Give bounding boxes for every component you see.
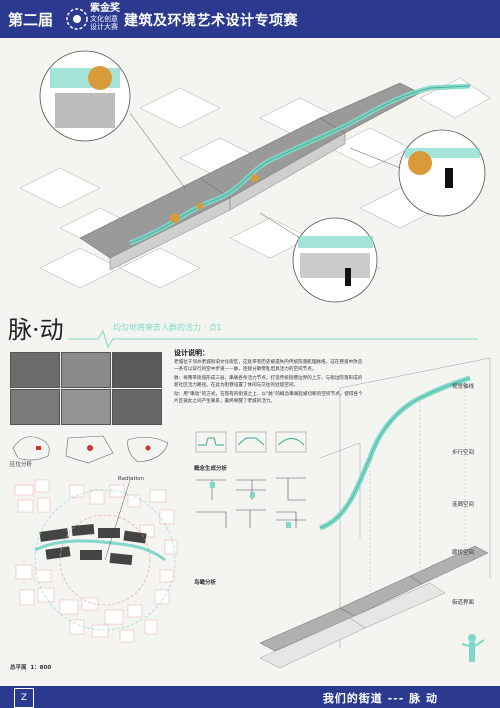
concept-analysis-label: 概念生成分析 (194, 466, 228, 472)
location-maps (12, 435, 169, 464)
footer-badge: Z (14, 688, 34, 708)
side-label: 廊桥空间 (452, 550, 475, 556)
pulse-line-icon (68, 329, 478, 349)
design-notes-paragraph: 动：用“串动”的方式，在现有的街道之上，以“脉”的概念串联起被切断的空间节点，使… (174, 392, 363, 404)
callout-circle-right (398, 129, 486, 217)
site-photo (10, 389, 60, 425)
bird-view-analysis-label: 鸟瞰分析 (194, 580, 217, 586)
edition-label: 第二届 (8, 11, 54, 29)
site-photo (112, 389, 162, 425)
award-logo-text: 紫金奖 文化创意 设计大赛 (90, 3, 120, 31)
side-label: 步行空间 (452, 450, 475, 456)
award-logo-icon (66, 8, 88, 30)
exploded-axonometric (259, 357, 491, 669)
hero-axonometric-drawing (0, 38, 500, 308)
footer-bar: Z 我们的街道 --- 脉 动 (0, 686, 500, 708)
competition-title: 建筑及环境艺术设计专项赛 (124, 13, 298, 29)
site-photo (10, 352, 60, 388)
design-notes-heading: 设计说明： (174, 349, 209, 357)
footer-slogan: 我们的街道 --- 脉 动 (322, 692, 438, 705)
site-photo (61, 352, 111, 388)
radiation-label: Radiation (118, 476, 144, 482)
design-notes: 设计说明： 老城位于邻州老城街旧文化街区，这处带有历史被遗失的传统院落肌理脉络。… (174, 350, 364, 405)
site-photo (112, 352, 162, 388)
callout-circle-bottom (292, 217, 378, 303)
project-title: 脉·动 (8, 316, 64, 344)
header-bar: 第二届 紫金奖 文化创意 设计大赛 建筑及环境艺术设计专项赛 (0, 0, 500, 38)
master-plan-label: 总平面 1：800 (10, 665, 52, 671)
callout-circle-left (39, 50, 131, 142)
site-photo (61, 389, 111, 425)
project-subtitle: 均匀地将来去人群的活力 · 点1 (113, 323, 222, 332)
master-plan (14, 479, 178, 643)
side-label: 连廊空间 (452, 502, 475, 508)
design-notes-paragraph: 脉：将两带街道形成三层，串联各条活力节点，打造传统街巷边界的上方，与街边院落形成… (174, 376, 363, 388)
side-label: 街道界面 (452, 600, 475, 606)
design-notes-paragraph: 老城位于邻州老城街旧文化街区，这处带有历史被遗失的传统院落肌理脉络。这在巷道中改… (174, 360, 363, 372)
site-photo-grid (10, 352, 162, 425)
concept-diagrams (195, 431, 307, 528)
project-title-bar: 脉·动 均匀地将来去人群的活力 · 点1 (8, 310, 488, 350)
location-analysis-label: 区位分析 (10, 462, 33, 468)
side-label: 视觉轴线 (452, 384, 475, 390)
